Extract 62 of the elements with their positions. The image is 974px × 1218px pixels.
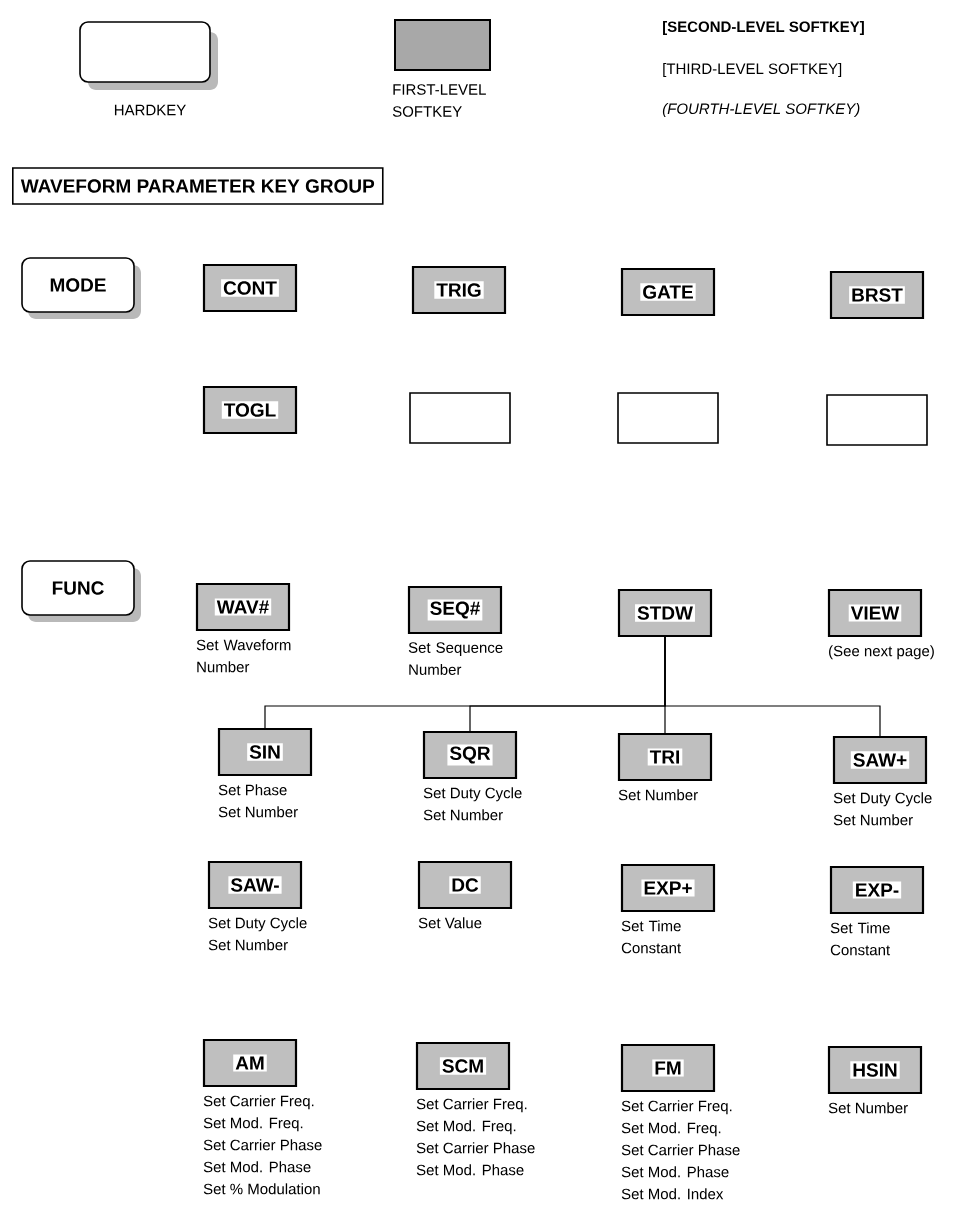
softkey: WAV# xyxy=(195,582,291,632)
softkey: SCM xyxy=(415,1041,511,1091)
legend-label: (FOURTH-LEVEL SOFTKEY) xyxy=(662,103,860,117)
softkey: VIEW xyxy=(827,588,923,638)
key-description: Set Phase Set Number xyxy=(218,784,298,818)
key-description: Set Time Constant xyxy=(830,922,890,956)
legend-label: HARDKEY xyxy=(114,104,186,116)
key-description: Set Sequence Number xyxy=(408,642,503,675)
softkey: SAW- xyxy=(207,860,303,910)
softkey: FM xyxy=(620,1043,716,1093)
softkey: AM xyxy=(202,1038,298,1088)
legend-label: [SECOND-LEVEL SOFTKEY] xyxy=(663,21,864,35)
blank-softkey xyxy=(826,394,928,446)
hardkey: MODE xyxy=(21,257,141,319)
key-description: Set Waveform Number xyxy=(196,639,291,673)
node-label: Set Mod. Freq. xyxy=(416,1120,516,1135)
key-description: Set Duty Cycle Set Number xyxy=(423,787,522,821)
node-label: Set Mod. Phase xyxy=(621,1166,729,1178)
node-label: Set Mod. Freq. xyxy=(203,1117,303,1132)
key-description: Set Value xyxy=(418,917,482,929)
key-description: (See next page) xyxy=(829,645,934,660)
node-label: Set Carrier Freq. xyxy=(203,1095,314,1110)
softkey: HSIN xyxy=(827,1045,923,1095)
node-label: Set Mod. Index xyxy=(621,1188,724,1200)
key-description: Set Carrier Freq. Set Mod. Freq. Set Carrier Phase Set Mod. Phase Set % Modulation xyxy=(203,1095,322,1195)
softkey: SEQ# xyxy=(407,585,503,635)
key-description: Set Number xyxy=(828,1102,908,1114)
key-description: Set Number xyxy=(618,789,698,801)
node-label: Set % Modulation xyxy=(203,1183,320,1195)
key-description: Set Duty Cycle Set Number xyxy=(208,917,307,951)
legend-label: FIRST-LEVEL SOFTKEY xyxy=(392,84,486,117)
node-label: Set Carrier Freq. xyxy=(416,1098,527,1113)
blank-softkey xyxy=(409,392,511,444)
node-label: Set Mod. Phase xyxy=(416,1164,524,1176)
softkey: TOGL xyxy=(202,385,298,435)
softkey: GATE xyxy=(620,267,716,317)
softkey: SQR xyxy=(422,730,518,780)
softkey: SIN xyxy=(217,727,313,777)
softkey: TRI xyxy=(617,732,713,782)
softkey: EXP- xyxy=(829,865,925,915)
softkey: TRIG xyxy=(411,265,507,315)
blank-softkey xyxy=(617,392,719,444)
node-label: Set Carrier Phase xyxy=(203,1139,322,1151)
node-label: Set Carrier Phase xyxy=(416,1142,535,1154)
softkey: BRST xyxy=(829,270,925,320)
softkey: SAW+ xyxy=(832,735,928,785)
softkey: EXP+ xyxy=(620,863,716,913)
key-description: Set Time Constant xyxy=(621,920,681,954)
key-description: Set Carrier Freq. Set Mod. Freq. Set Carrier Phase Set Mod. Phase xyxy=(416,1098,535,1176)
hardkey: FUNC xyxy=(21,560,141,622)
key-description: Set Carrier Freq. Set Mod. Freq. Set Carrier Phase Set Mod. Phase Set Mod. Index xyxy=(621,1100,740,1200)
node-label: Set Mod. Freq. xyxy=(621,1122,721,1137)
node-label: Set Carrier Phase xyxy=(621,1144,740,1156)
node-label: Set Carrier Freq. xyxy=(621,1100,732,1115)
node-label: Set Mod. Phase xyxy=(203,1161,311,1173)
softkey: CONT xyxy=(202,263,298,313)
softkey: STDW xyxy=(617,588,713,638)
softkey: DC xyxy=(417,860,513,910)
title-box: WAVEFORM PARAMETER KEY GROUP xyxy=(12,167,384,205)
connector-line xyxy=(664,636,881,737)
key-description: Set Duty Cycle Set Number xyxy=(833,792,932,826)
legend-label: [THIRD-LEVEL SOFTKEY] xyxy=(663,63,842,77)
